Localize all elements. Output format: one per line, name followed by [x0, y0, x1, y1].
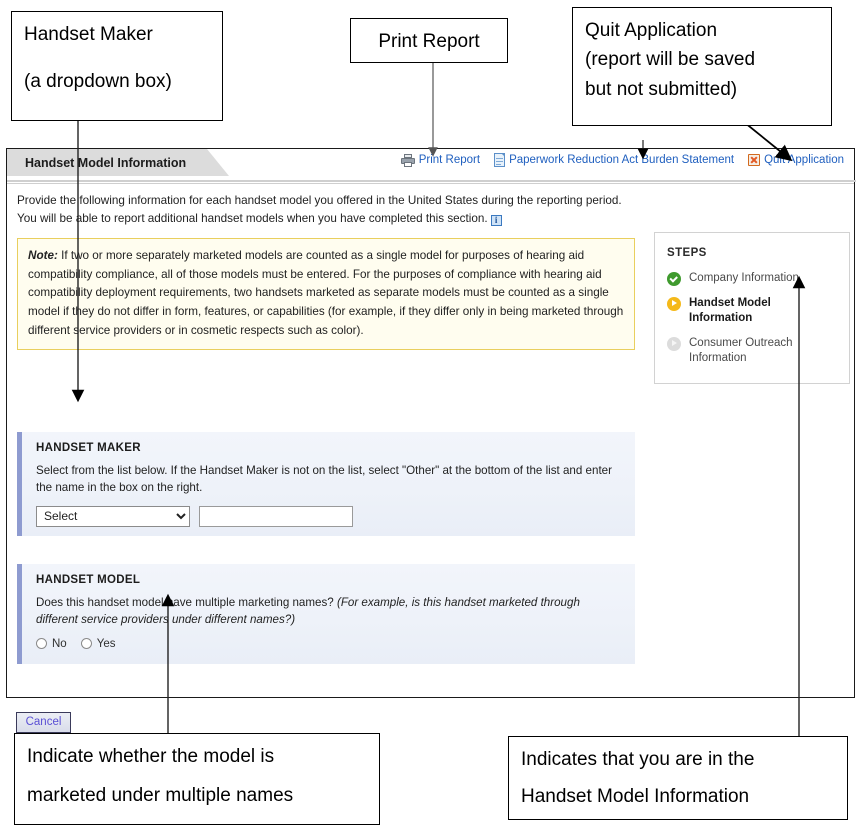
info-icon[interactable]: i	[490, 215, 502, 227]
application-window: Handset Model Information Print Report P…	[6, 148, 856, 733]
step-item-consumer-outreach-information[interactable]: Consumer Outreach Information	[667, 336, 837, 367]
step-item-handset-model-information[interactable]: Handset Model Information	[667, 296, 837, 327]
radio-circle-yes-icon[interactable]	[80, 638, 92, 650]
callout-current-step-line1: Indicates that you are in the	[521, 749, 755, 770]
callout-quit-application: Quit Application (report will be saved b…	[572, 7, 832, 126]
steps-panel: STEPS Company Information Handset Model …	[654, 232, 850, 384]
callout-print-report: Print Report	[350, 18, 508, 63]
quit-x-icon	[748, 154, 761, 166]
check-circle-icon	[667, 272, 681, 286]
callout-print-report-line1: Print Report	[378, 31, 480, 52]
step-label-handset-model-information: Handset Model Information	[689, 296, 771, 325]
callout-quit-line2: (report will be saved	[585, 49, 756, 71]
handset-model-question-plain: Does this handset model have multiple ma…	[36, 596, 337, 609]
handset-maker-other-input[interactable]	[199, 505, 353, 527]
callout-current-step: Indicates that you are in the Handset Mo…	[508, 736, 848, 820]
radio-yes[interactable]: Yes	[80, 637, 116, 650]
tab-slant-decoration	[207, 149, 229, 176]
app-header: Handset Model Information Print Report P…	[7, 149, 856, 184]
callout-multiple-names: Indicate whether the model is marketed u…	[14, 733, 380, 825]
print-report-button[interactable]: Print Report	[400, 153, 481, 167]
intro-sentence: Provide the following information for ea…	[17, 194, 622, 226]
handset-model-section: HANDSET MODEL Does this handset model ha…	[17, 564, 635, 664]
steps-title: STEPS	[667, 247, 707, 259]
handset-model-question-italic: (For example, is this handset marketed t…	[36, 596, 580, 627]
callout-multiple-names-line2: marketed under multiple names	[27, 785, 294, 807]
header-underline	[7, 180, 856, 182]
callout-handset-maker-line2: (a dropdown box)	[24, 67, 210, 96]
handset-model-radio-group: No Yes	[36, 638, 621, 650]
pending-circle-icon	[667, 336, 681, 351]
callout-handset-maker-line2b: dropdown box)	[40, 71, 172, 93]
step-label-company-information: Company Information	[689, 272, 799, 284]
handset-maker-controls: Select	[36, 505, 621, 527]
callout-current-step-line2: Handset Model Information	[521, 786, 750, 808]
callout-handset-maker-line1: Handset Maker	[24, 24, 153, 45]
printer-icon	[400, 153, 415, 167]
note-box: Note: If two or more separately marketed…	[17, 238, 635, 350]
toolbar: Print Report Paperwork Reduction Act Bur…	[400, 153, 844, 167]
document-icon	[494, 153, 506, 167]
callout-quit-line1: Quit Application	[585, 20, 718, 41]
note-label: Note:	[28, 249, 58, 262]
print-report-label: Print Report	[418, 154, 481, 166]
handset-model-heading: HANDSET MODEL	[36, 574, 141, 586]
callout-multiple-names-line1: Indicate whether the model is	[27, 746, 275, 767]
radio-label-yes: Yes	[96, 637, 116, 650]
handset-maker-description: Select from the list below. If the Hands…	[36, 464, 612, 495]
handset-maker-heading: HANDSET MAKER	[36, 442, 141, 454]
cancel-button[interactable]: Cancel	[16, 712, 71, 733]
tab-label: Handset Model Information	[25, 155, 187, 170]
note-text: If two or more separately marketed model…	[28, 249, 624, 337]
handset-maker-section: HANDSET MAKER Select from the list below…	[17, 432, 635, 536]
callout-handset-maker: Handset Maker (a dropdown box)	[11, 11, 223, 121]
radio-circle-no-icon[interactable]	[36, 638, 47, 650]
quit-application-label: Quit Application	[764, 154, 844, 166]
tab-handset-model-information[interactable]: Handset Model Information	[7, 149, 207, 176]
handset-model-question: Does this handset model have multiple ma…	[36, 594, 621, 629]
radio-label-no: No	[52, 637, 67, 650]
radio-no[interactable]: No	[36, 638, 67, 650]
quit-application-button[interactable]: Quit Application	[748, 154, 844, 166]
callout-underlined-a: (a	[24, 71, 41, 93]
handset-maker-select[interactable]: Select	[36, 505, 190, 527]
intro-text: Provide the following information for ea…	[17, 192, 635, 228]
arrow-circle-icon	[667, 296, 681, 311]
callout-quit-line3: but not submitted)	[585, 78, 738, 100]
paperwork-reduction-act-burden-statement-link[interactable]: Paperwork Reduction Act Burden Statement	[494, 153, 734, 167]
paperwork-statement-label: Paperwork Reduction Act Burden Statement	[509, 154, 735, 166]
step-item-company-information[interactable]: Company Information	[667, 271, 837, 287]
step-label-consumer-outreach-information: Consumer Outreach Information	[689, 336, 793, 365]
